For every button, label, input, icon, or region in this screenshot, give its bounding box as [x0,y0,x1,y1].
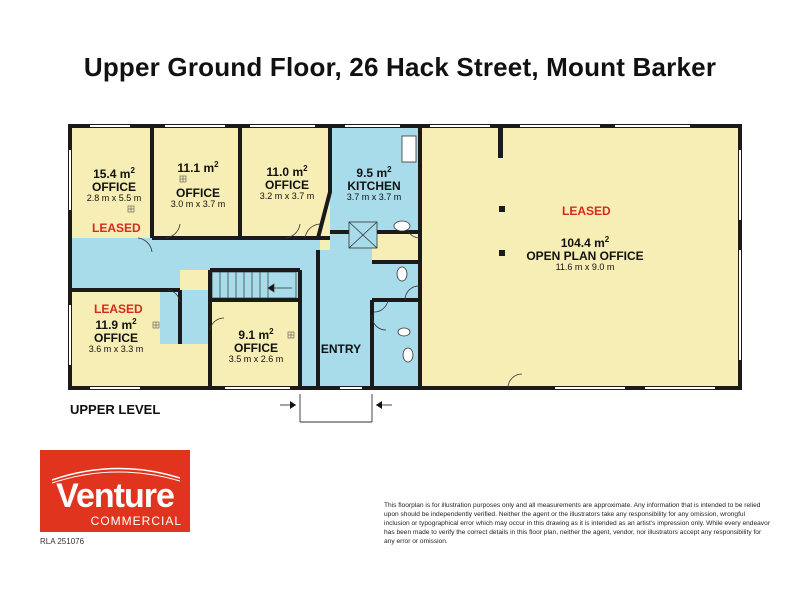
room-office-4: 11.9 m2 OFFICE 3.6 m x 3.3 m [88,317,144,355]
wc-area [372,262,420,388]
leased-open-plan: LEASED [562,204,611,218]
hall-stub [180,290,210,344]
entry-steps [280,394,392,423]
plan-title: Upper Ground Floor, 26 Hack Street, Moun… [83,52,717,82]
room-open-plan: 104.4 m2 OPEN PLAN OFFICE 11.6 m x 9.0 m [526,235,644,273]
windows [69,125,741,389]
disclaimer-text: This floorplan is for illustration purpo… [384,502,770,545]
venture-logo: Venture COMMERCIAL [40,450,190,532]
level-label: UPPER LEVEL [70,402,161,417]
leased-office-1: LEASED [92,221,141,235]
grid-symbols [127,175,295,339]
leased-office-4: LEASED [94,302,143,316]
logo-brand: Venture [56,477,175,515]
hall-west [70,238,210,290]
entry-fill [318,300,372,388]
logo-sub: COMMERCIAL [90,514,182,528]
room-kitchen: 9.5 m2 KITCHEN 3.7 m x 3.7 m [346,165,402,203]
columns [498,128,505,256]
room-office-1: 15.4 m2 OFFICE 2.8 m x 5.5 m [86,166,142,204]
entry-label: ENTRY [320,342,362,356]
stairs [211,271,297,299]
door-swings [137,223,523,389]
entry-arrow-left [290,401,296,409]
walls [68,124,742,390]
entry-arrow-right [376,401,382,409]
room-office-3: 11.0 m2 OFFICE 3.2 m x 3.7 m [259,164,315,202]
fixtures [348,135,417,363]
room-office-2: 11.1 m2 OFFICE 3.0 m x 3.7 m [170,160,226,210]
rla-number: RLA 251076 [40,537,85,546]
room-office-5: 9.1 m2 OFFICE 3.5 m x 2.6 m [228,327,284,365]
